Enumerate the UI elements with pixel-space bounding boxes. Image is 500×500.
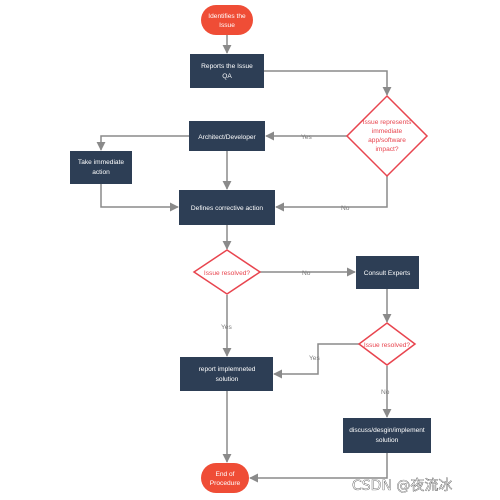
edge-resolved2-yes-to-report-implemented <box>273 343 359 379</box>
discuss-design-implement-line-2: solution <box>376 437 399 444</box>
impact-decision-line-1: Issue represents <box>363 119 412 126</box>
take-immediate-action-line-1: Take immediate <box>78 159 125 166</box>
architect-developer-label: Architect/Developer <box>198 134 256 141</box>
edge-report-to-impact <box>264 70 392 96</box>
report-implemented-line-1: report implemneted <box>199 366 256 373</box>
discuss-design-implement-box: discuss/desgin/implement solution <box>343 418 431 453</box>
corrective-action-box: Defines corrective action <box>179 190 275 225</box>
report-issue-line-2: QA <box>222 73 232 80</box>
take-immediate-action-line-2: action <box>92 169 110 176</box>
consult-experts-box: Consult Experts <box>356 256 419 289</box>
corrective-action-label: Defines corrective action <box>191 205 264 212</box>
edge-label-yes-resolved2: Yes <box>309 355 320 362</box>
edge-label-no-impact: No <box>341 205 350 212</box>
edge-label-yes-impact: Yes <box>301 134 312 141</box>
end-terminal-line-2: Procedure <box>210 480 241 487</box>
edge-architect-to-immediate <box>96 135 189 151</box>
report-implemented-box: report implemneted solution <box>180 357 273 391</box>
edges <box>96 35 392 483</box>
report-issue-line-1: Reports the Issue <box>201 63 253 70</box>
edge-discuss-to-end <box>249 453 388 483</box>
edge-label-no-resolved2: No <box>381 389 390 396</box>
discuss-design-implement-line-1: discuss/desgin/implement <box>349 427 425 434</box>
impact-decision-diamond: Issue represents immediate app/software … <box>345 94 429 178</box>
resolved-decision-2: Issue resolved? <box>357 322 417 366</box>
impact-decision-line-4: impact? <box>375 146 398 153</box>
start-terminal-line-1: Identifies the <box>208 13 246 20</box>
edge-impact-no-to-corrective <box>275 176 388 212</box>
resolved-decision-1: Issue resolved? <box>192 249 262 295</box>
architect-developer-box: Architect/Developer <box>189 121 265 151</box>
end-terminal-line-1: End of <box>215 471 234 478</box>
edge-immediate-to-corrective <box>100 184 179 212</box>
resolved-decision-1-label: Issue resolved? <box>204 270 251 277</box>
start-terminal-line-2: Issue <box>219 22 235 29</box>
consult-experts-label: Consult Experts <box>364 270 411 277</box>
edge-label-yes-resolved1: Yes <box>221 324 232 331</box>
csdn-watermark: CSDN @夜流冰 <box>352 478 452 494</box>
edge-labels: Yes No No Yes Yes No <box>221 134 390 396</box>
end-terminal: End of Procedure <box>201 463 249 493</box>
resolved-decision-2-label: Issue resolved? <box>364 342 411 349</box>
report-implemented-line-2: solution <box>216 376 239 383</box>
edge-label-no-resolved1: No <box>302 270 311 277</box>
take-immediate-action-box: Take immediate action <box>70 151 132 184</box>
start-terminal: Identifies the Issue <box>201 5 253 35</box>
report-issue-box: Reports the Issue QA <box>190 54 264 88</box>
impact-decision-line-3: app/software <box>368 137 406 144</box>
impact-decision-line-2: immediate <box>372 128 403 135</box>
